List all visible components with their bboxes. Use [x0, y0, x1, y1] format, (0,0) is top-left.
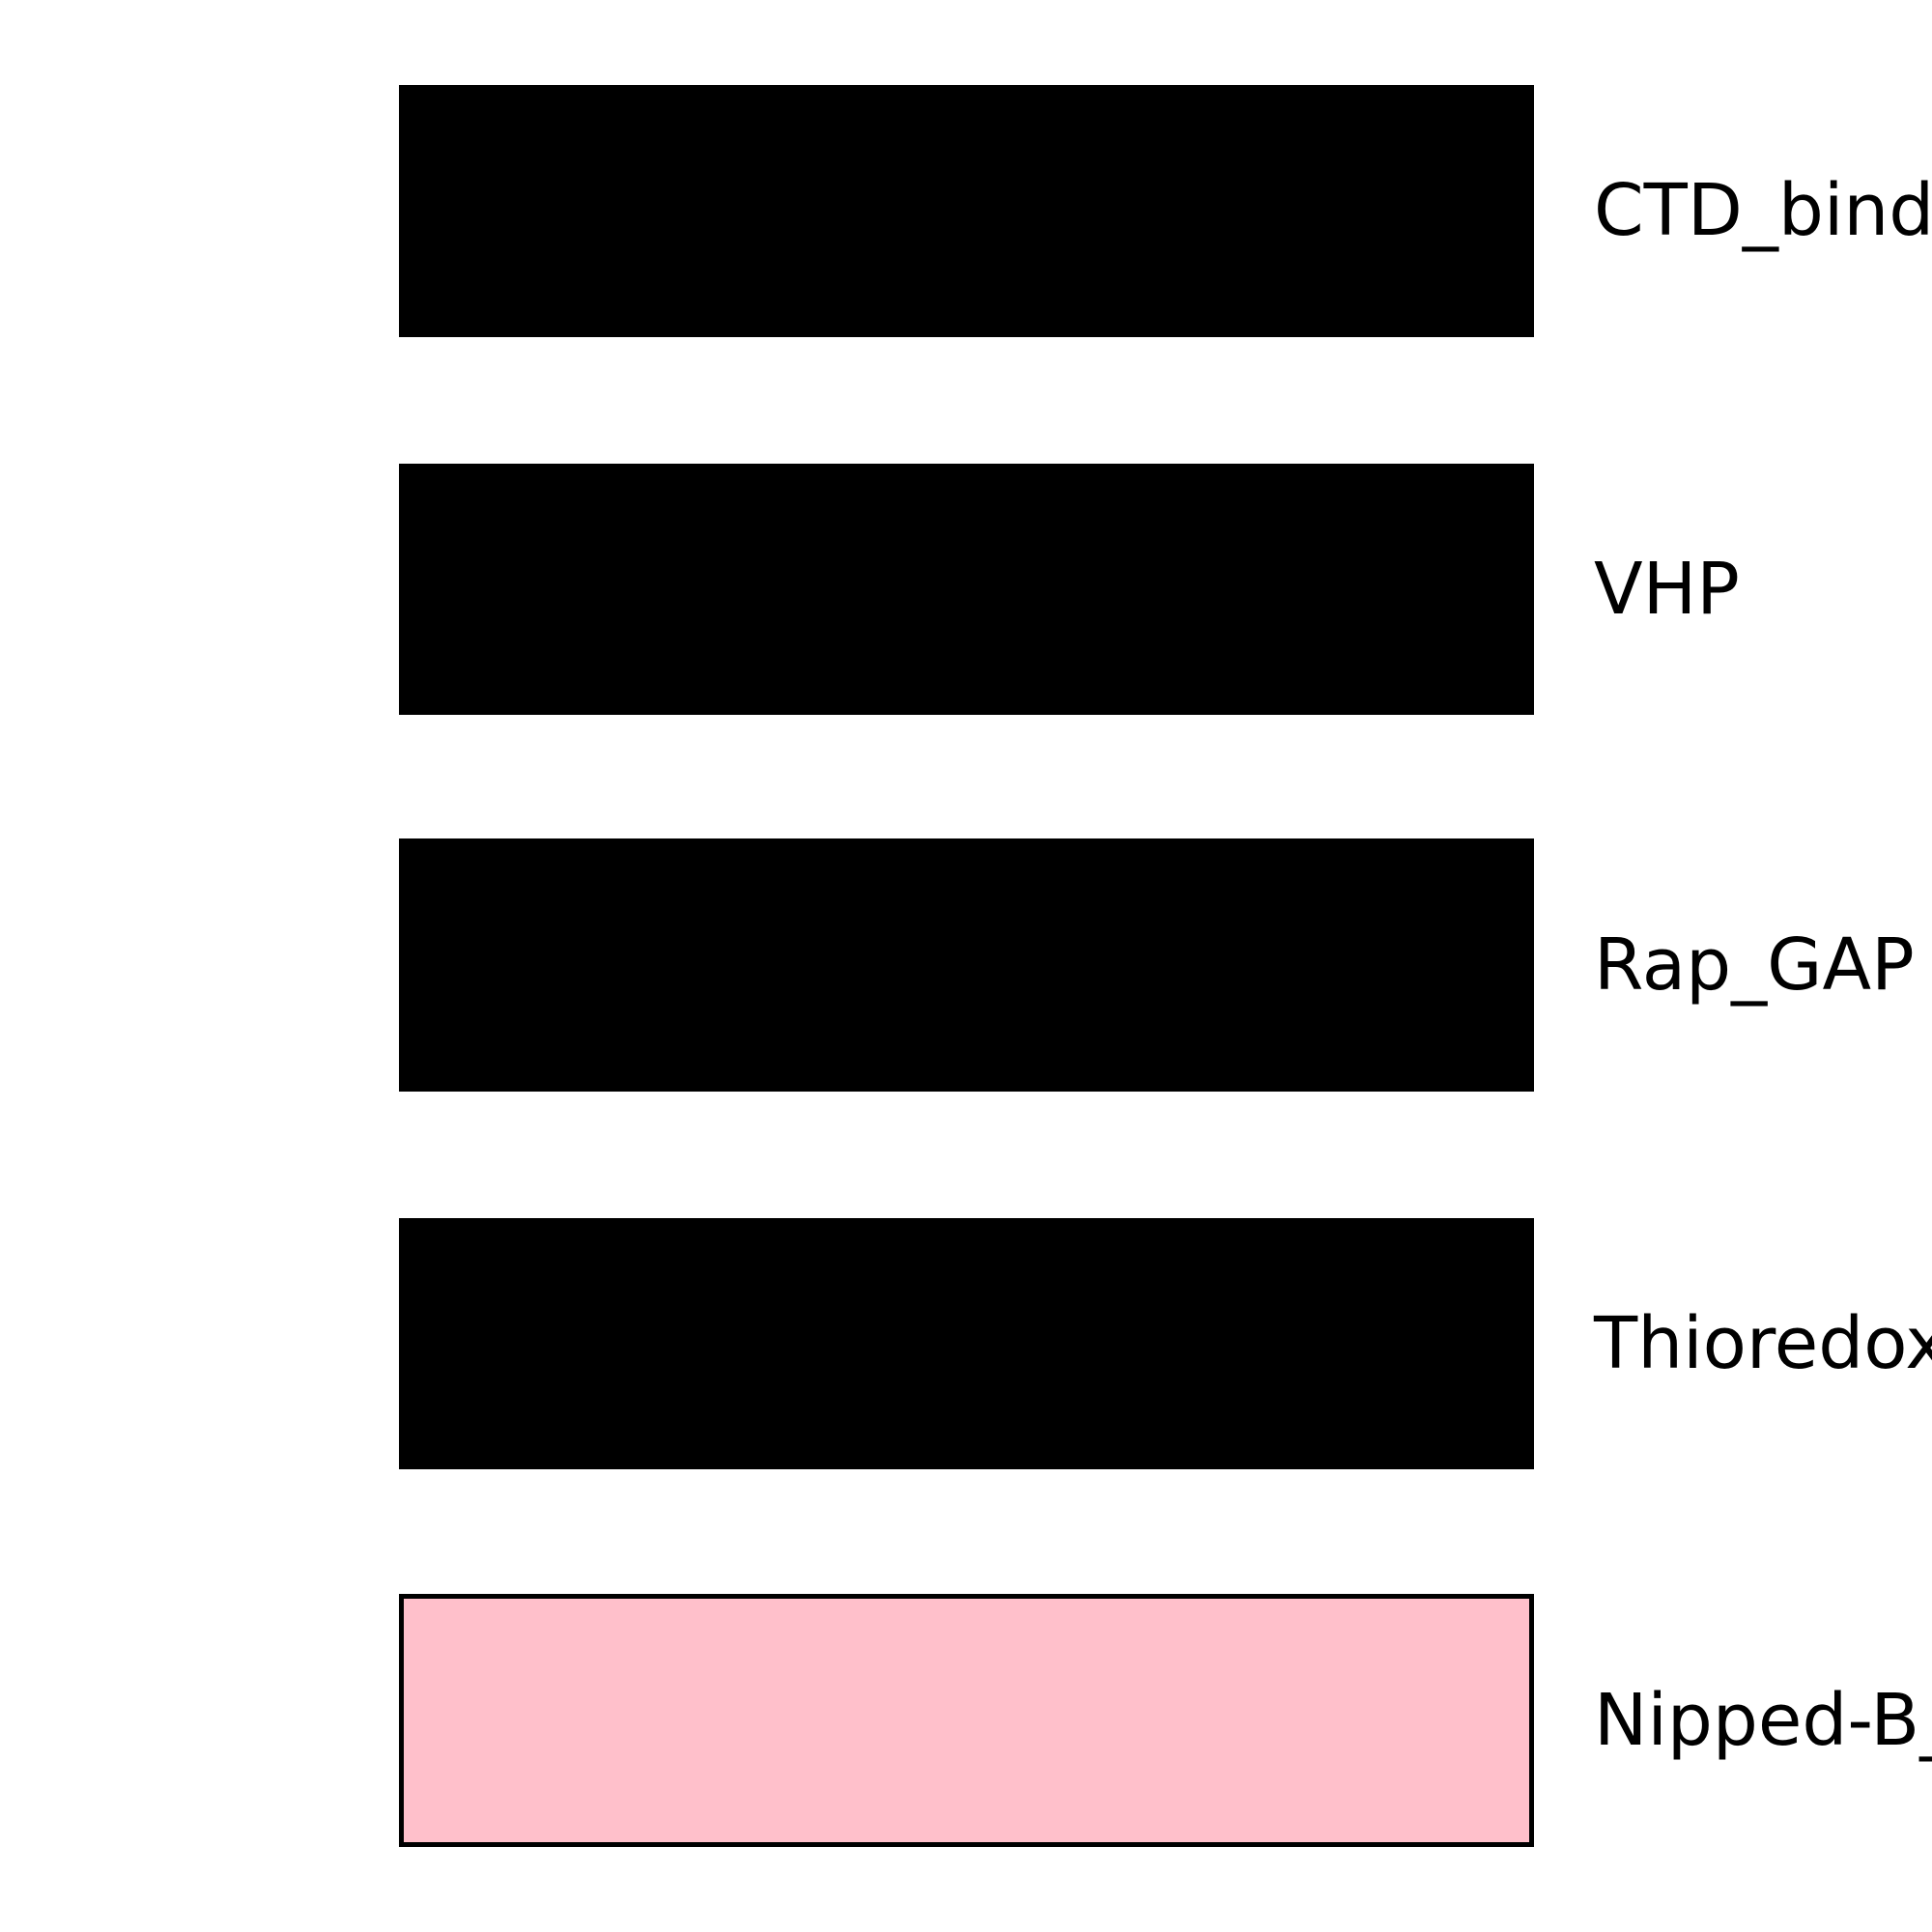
bar-label: CTD_bind	[1594, 169, 1932, 252]
bar-rect[interactable]	[399, 85, 1534, 337]
bar-label: Thioredoxi	[1594, 1302, 1932, 1385]
bar-label: VHP	[1594, 548, 1740, 631]
bar-rect[interactable]	[399, 464, 1534, 715]
bar-rect[interactable]	[399, 838, 1534, 1092]
bar-label: Nipped-B_C	[1594, 1679, 1932, 1762]
bar-label: Rap_GAP	[1594, 923, 1915, 1007]
bar-rect[interactable]	[399, 1594, 1534, 1847]
bar-rect[interactable]	[399, 1218, 1534, 1469]
